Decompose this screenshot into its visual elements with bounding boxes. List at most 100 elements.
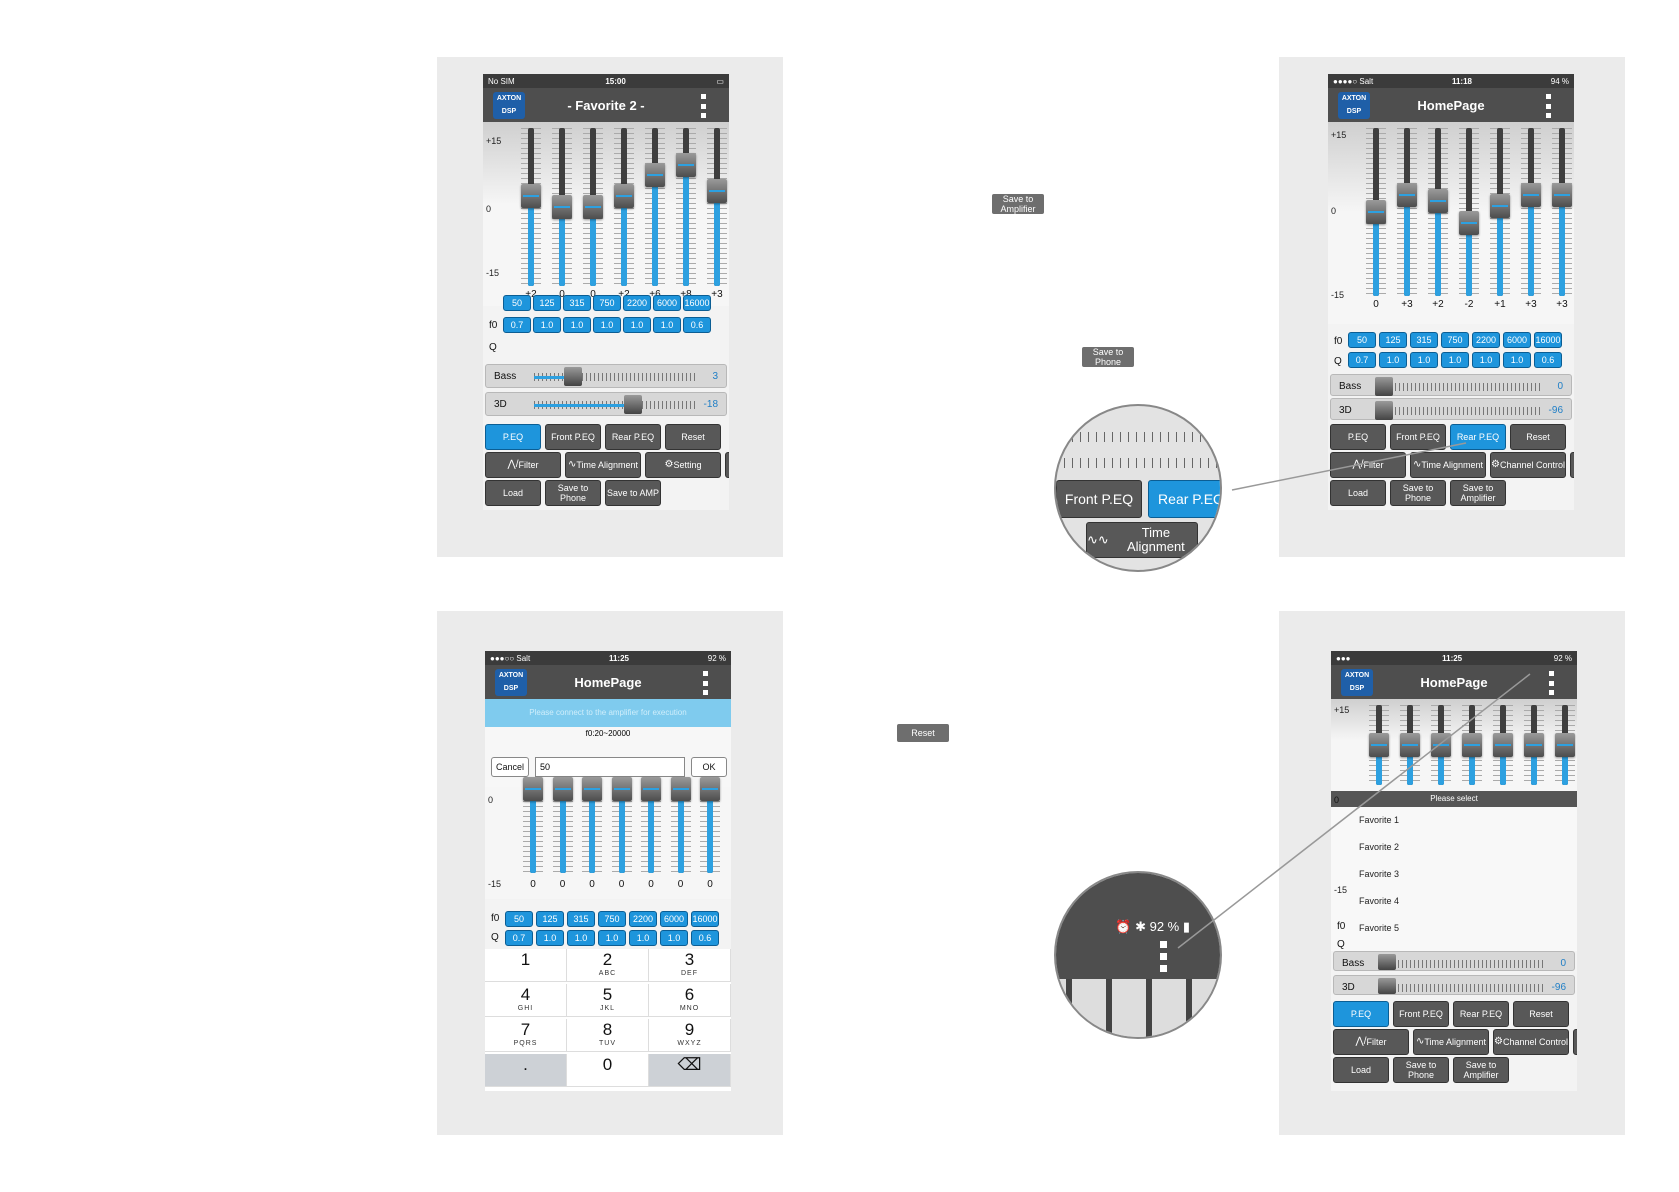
eq-fader[interactable]: 0 <box>578 777 606 890</box>
q-chip[interactable]: 1.0 <box>593 317 621 333</box>
backspace-key[interactable]: ⌫ <box>649 1054 731 1087</box>
fader-knob[interactable] <box>521 184 541 209</box>
eq-fader[interactable]: 0 <box>608 777 636 890</box>
fader-knob[interactable] <box>1459 211 1479 236</box>
fader-knob[interactable] <box>1400 733 1420 757</box>
fader-knob[interactable] <box>1431 733 1451 757</box>
save-to-amplifier-button[interactable]: Save to Amplifier <box>1450 480 1506 506</box>
q-chip[interactable]: 0.6 <box>1534 352 1562 368</box>
fader-knob[interactable] <box>1428 188 1448 213</box>
fader-knob[interactable] <box>1493 733 1513 757</box>
rear-p-eq-button[interactable]: Rear P.EQ <box>1450 424 1506 450</box>
exit-button[interactable]: ⎋⇦ <box>725 452 729 478</box>
eq-fader[interactable]: 0 <box>579 128 607 300</box>
channel-control-button[interactable]: ⚙ Channel Control <box>1493 1029 1569 1055</box>
cancel-button[interactable]: Cancel <box>491 757 529 777</box>
q-chip[interactable]: 1.0 <box>563 317 591 333</box>
q-chip[interactable]: 1.0 <box>1472 352 1500 368</box>
q-chip[interactable]: 1.0 <box>653 317 681 333</box>
fader-knob[interactable] <box>582 777 602 801</box>
fader-knob[interactable] <box>1366 200 1386 224</box>
time-alignment-button[interactable]: ∿ Time Alignment <box>1413 1029 1489 1055</box>
q-chip[interactable]: 1.0 <box>1441 352 1469 368</box>
f0-chip[interactable]: 2200 <box>1472 332 1500 348</box>
f0-chip[interactable]: 315 <box>563 295 591 311</box>
save-to-amp-button[interactable]: Save to AMP <box>605 480 661 506</box>
f0-chip[interactable]: 50 <box>503 295 531 311</box>
q-chip[interactable]: 1.0 <box>623 317 651 333</box>
value-input[interactable]: 50 <box>535 757 685 777</box>
f0-chip[interactable]: 6000 <box>1503 332 1531 348</box>
q-chip[interactable]: 1.0 <box>1410 352 1438 368</box>
eq-fader[interactable]: 0 <box>549 777 577 890</box>
f0-chip[interactable]: 315 <box>567 911 595 927</box>
3d-slider[interactable]: 3D-96 <box>1330 398 1572 420</box>
p-eq-button[interactable]: P.EQ <box>1333 1001 1389 1027</box>
favorite-item[interactable]: Favorite 4 <box>1359 896 1400 906</box>
fader-knob[interactable] <box>583 195 603 219</box>
f0-chip[interactable]: 2200 <box>623 295 651 311</box>
favorite-item[interactable]: Favorite 1 <box>1359 815 1400 825</box>
fader-knob[interactable] <box>1369 733 1389 757</box>
eq-fader[interactable]: +3 <box>1517 128 1545 310</box>
f0-chip[interactable]: 750 <box>1441 332 1469 348</box>
fader-knob[interactable] <box>614 184 634 209</box>
f0-chip[interactable]: 50 <box>1348 332 1376 348</box>
p-eq-button[interactable]: P.EQ <box>485 424 541 450</box>
q-chip[interactable]: 1.0 <box>536 930 564 946</box>
f0-chip[interactable]: 315 <box>1410 332 1438 348</box>
f0-chip[interactable]: 6000 <box>660 911 688 927</box>
eq-fader[interactable]: 0 <box>1362 128 1390 310</box>
fader-knob[interactable] <box>676 152 696 177</box>
f0-chip[interactable]: 6000 <box>653 295 681 311</box>
q-chip[interactable]: 0.6 <box>683 317 711 333</box>
rear-p-eq-button[interactable]: Rear P.EQ <box>605 424 661 450</box>
f0-chip[interactable]: 16000 <box>683 295 711 311</box>
load-button[interactable]: Load <box>1330 480 1386 506</box>
filter-button[interactable]: ⋀/ Filter <box>485 452 561 478</box>
eq-fader[interactable]: +3 <box>703 128 729 300</box>
fader-knob[interactable] <box>1462 733 1482 757</box>
q-chip[interactable]: 0.7 <box>1348 352 1376 368</box>
eq-fader[interactable]: 0 <box>519 777 547 890</box>
more-menu-icon[interactable] <box>703 671 709 695</box>
fader-knob[interactable] <box>1397 183 1417 208</box>
eq-fader[interactable]: 0 <box>637 777 665 890</box>
eq-fader[interactable]: +8 <box>672 128 700 300</box>
exit-button[interactable]: ⎋⇦ <box>1573 1029 1577 1055</box>
eq-fader[interactable] <box>1365 705 1393 785</box>
more-menu-icon[interactable] <box>1546 94 1552 118</box>
front-p-eq-button[interactable]: Front P.EQ <box>545 424 601 450</box>
f0-chip[interactable]: 16000 <box>691 911 719 927</box>
fader-knob[interactable] <box>611 777 632 801</box>
fader-knob[interactable] <box>670 777 691 801</box>
eq-fader[interactable] <box>1551 705 1577 785</box>
f0-chip[interactable]: 750 <box>598 911 626 927</box>
favorite-item[interactable]: Favorite 2 <box>1359 842 1400 852</box>
more-menu-icon[interactable] <box>701 94 707 118</box>
fader-knob[interactable] <box>552 195 572 219</box>
eq-fader[interactable]: +1 <box>1486 128 1514 310</box>
load-button[interactable]: Load <box>1333 1057 1389 1083</box>
setting-button[interactable]: ⚙ Setting <box>645 452 721 478</box>
eq-fader[interactable]: 0 <box>548 128 576 300</box>
eq-fader[interactable] <box>1427 705 1455 785</box>
fader-knob[interactable] <box>645 163 665 188</box>
q-chip[interactable]: 0.6 <box>691 930 719 946</box>
eq-fader[interactable]: 0 <box>667 777 695 890</box>
fader-knob[interactable] <box>700 777 720 801</box>
q-chip[interactable]: 1.0 <box>629 930 657 946</box>
time-alignment-button[interactable]: ∿ Time Alignment <box>1410 452 1486 478</box>
q-chip[interactable]: 1.0 <box>1379 352 1407 368</box>
more-menu-icon[interactable] <box>1549 671 1555 695</box>
eq-fader[interactable]: +2 <box>610 128 638 300</box>
eq-fader[interactable]: +3 <box>1548 128 1574 310</box>
